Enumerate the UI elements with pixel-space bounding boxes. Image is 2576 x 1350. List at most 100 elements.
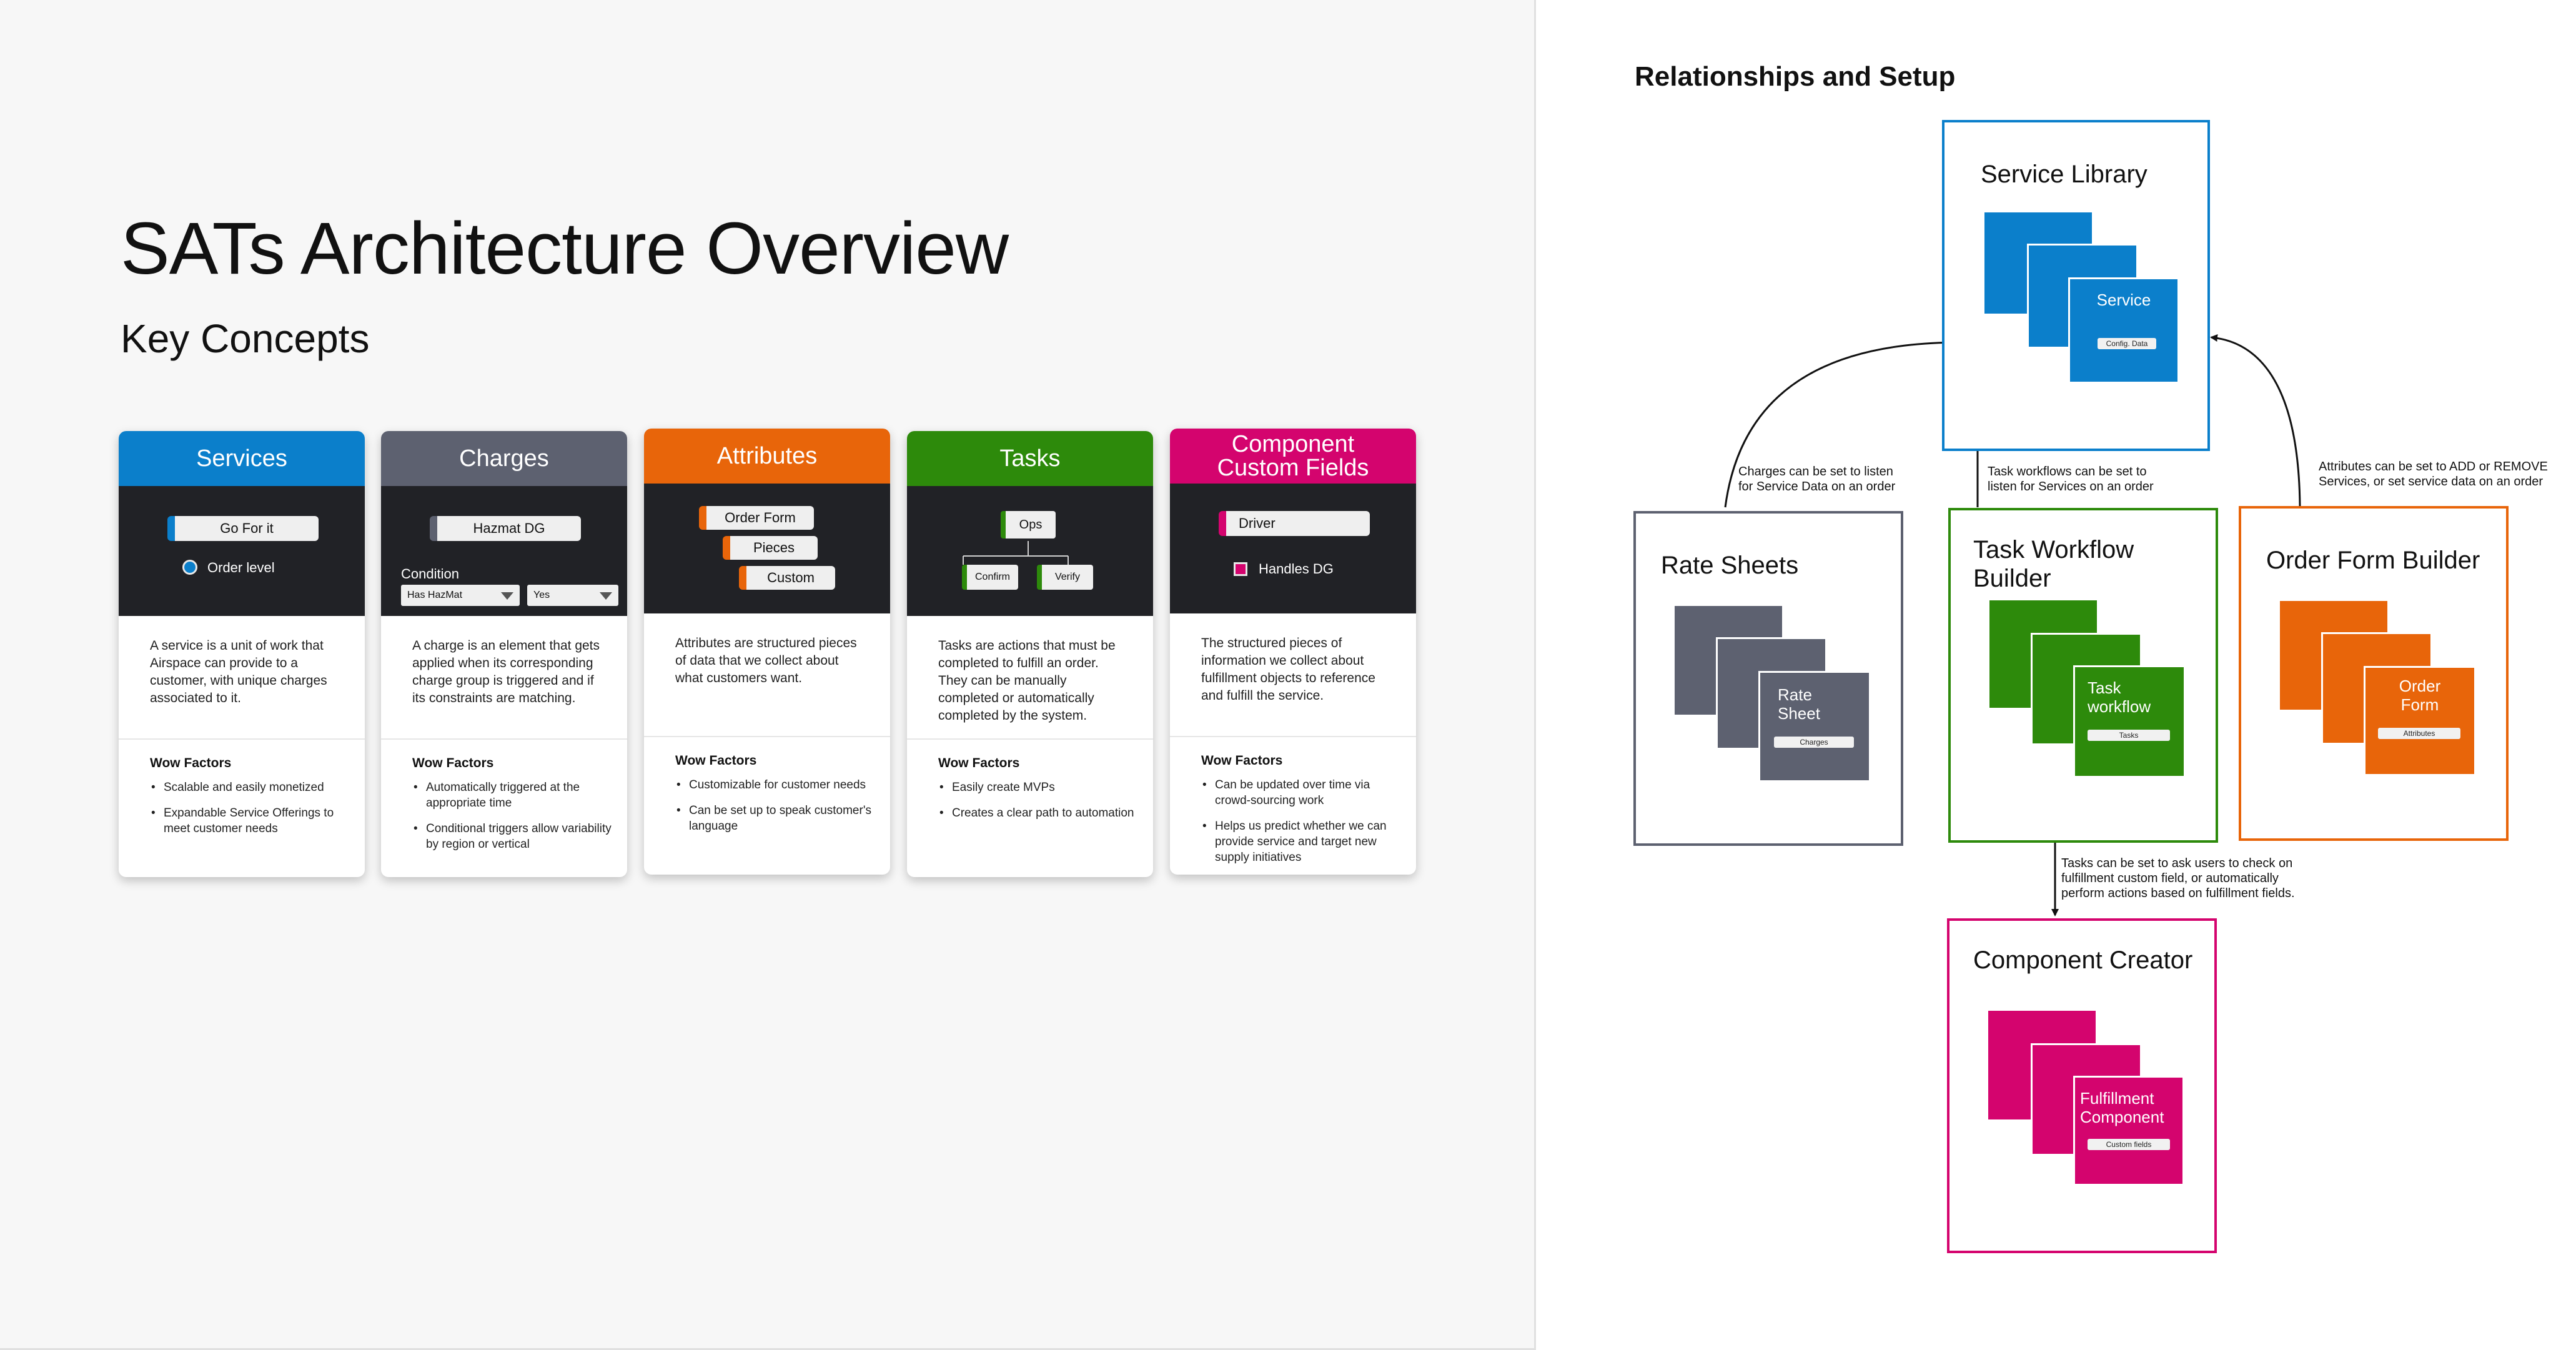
page-title: SATs Architecture Overview — [121, 207, 1009, 290]
has-hazmat-dropdown: Has HazMat — [401, 585, 520, 606]
charges-description: A charge is an element that gets applied… — [412, 638, 600, 705]
component-note-line: perform actions based on fulfillment fie… — [2061, 886, 2295, 900]
charges-card-preview: Hazmat DG Condition Has HazMat Yes — [381, 486, 627, 616]
component-card: Component Custom Fields Driver Handles D… — [1170, 429, 1416, 875]
card-divider — [644, 736, 890, 737]
page-subtitle: Key Concepts — [121, 316, 370, 361]
task-workflow-builder-title: Task Workflow Builder — [1973, 535, 2134, 593]
service-library-title: Service Library — [1981, 161, 2147, 188]
service-card-front: Service Config. Data — [2068, 277, 2177, 382]
component-note-line: fulfillment custom field, or automatical… — [2061, 871, 2279, 885]
task-workflow-title-line: Task Workflow — [1973, 536, 2134, 563]
order-form-label-line: Form — [2400, 695, 2439, 714]
wow-factor-item: Helps us predict whether we can provide … — [1201, 818, 1401, 865]
charges-note-line: Charges can be set to listen — [1738, 465, 1893, 479]
attributes-note-line: Services, or set service data on an orde… — [2319, 475, 2544, 489]
wow-factors-title: Wow Factors — [938, 756, 1020, 770]
card-divider — [381, 738, 627, 740]
wow-factors-list: Scalable and easily monetized Expandable… — [150, 780, 350, 846]
wow-factor-item: Can be set up to speak customer's langua… — [675, 803, 875, 834]
wow-factors-list: Customizable for customer needs Can be s… — [675, 777, 875, 844]
confirm-chip: Confirm — [962, 565, 1018, 590]
order-form-chip: Order Form — [699, 506, 814, 530]
wow-factor-item: Customizable for customer needs — [675, 777, 875, 793]
wow-factors-list: Automatically triggered at the appropria… — [412, 780, 612, 862]
charges-tag: Charges — [1774, 737, 1854, 748]
tasks-tag: Tasks — [2088, 730, 2170, 741]
tasks-card-header: Tasks — [907, 431, 1153, 486]
condition-label: Condition — [401, 566, 459, 582]
custom-fields-tag: Custom fields — [2088, 1139, 2170, 1150]
charges-note-line: for Service Data on an order — [1738, 480, 1896, 494]
wow-factors-title: Wow Factors — [150, 756, 232, 770]
driver-chip: Driver — [1219, 511, 1370, 536]
component-creator-title: Component Creator — [1973, 946, 2193, 974]
rate-sheet-label-line: Rate — [1778, 685, 1812, 704]
card-divider — [907, 738, 1153, 740]
card-divider — [119, 738, 365, 740]
checkbox-icon — [1234, 562, 1247, 576]
hazmat-dg-chip: Hazmat DG — [430, 516, 581, 541]
attributes-card: Attributes Order Form Pieces Custom Attr… — [644, 429, 890, 875]
tasks-note: Task workflows can be set to listen for … — [1988, 464, 2154, 494]
wow-factor-item: Conditional triggers allow variability b… — [412, 821, 612, 852]
wow-factors-list: Easily create MVPs Creates a clear path … — [938, 780, 1138, 831]
attributes-note: Attributes can be set to ADD or REMOVE S… — [2319, 459, 2548, 489]
rate-sheets-box: Rate Sheets Rate Sheet Charges — [1633, 511, 1903, 846]
task-workflow-label: Task workflow — [2088, 678, 2151, 716]
overview-panel: SATs Architecture Overview Key Concepts … — [0, 0, 1536, 1350]
task-workflow-label-line: workflow — [2088, 697, 2151, 716]
wow-factor-item: Scalable and easily monetized — [150, 780, 350, 795]
rate-sheet-label: Rate Sheet — [1778, 685, 1820, 723]
task-tree-connector — [963, 541, 1069, 565]
rate-sheets-title: Rate Sheets — [1661, 552, 1799, 579]
component-front: Fulfillment Component Custom fields — [2073, 1076, 2182, 1184]
attributes-card-header: Attributes — [644, 429, 890, 484]
pieces-chip: Pieces — [723, 536, 818, 560]
card-divider — [1170, 736, 1416, 737]
custom-chip: Custom — [739, 566, 835, 590]
wow-factors-title: Wow Factors — [1201, 753, 1283, 768]
charges-card: Charges Hazmat DG Condition Has HazMat Y… — [381, 431, 627, 877]
component-description: The structured pieces of information we … — [1201, 636, 1375, 703]
yes-dropdown: Yes — [527, 585, 618, 606]
services-card: Services Go For it Order level A service… — [119, 431, 365, 877]
tasks-card: Tasks Ops Confirm Verify Tasks are actio… — [907, 431, 1153, 877]
wow-factors-title: Wow Factors — [412, 756, 494, 770]
services-description: A service is a unit of work that Airspac… — [150, 638, 327, 705]
wow-factor-item: Can be updated over time via crowd-sourc… — [1201, 777, 1401, 808]
order-form-label: Order Form — [2365, 677, 2474, 714]
component-header-line: Custom Fields — [1217, 455, 1369, 481]
rate-sheet-front: Rate Sheet Charges — [1758, 671, 1869, 780]
go-for-it-chip: Go For it — [167, 516, 319, 541]
charges-note: Charges can be set to listen for Service… — [1738, 464, 1895, 494]
attributes-description: Attributes are structured pieces of data… — [675, 636, 857, 685]
task-workflow-builder-box: Task Workflow Builder Task workflow Task… — [1948, 508, 2218, 843]
services-card-preview: Go For it Order level — [119, 486, 365, 616]
verify-chip: Verify — [1037, 565, 1093, 590]
component-creator-box: Component Creator Fulfillment Component … — [1947, 918, 2217, 1253]
charges-card-header: Charges — [381, 431, 627, 486]
attributes-arrow — [2210, 334, 2301, 507]
rate-sheet-label-line: Sheet — [1778, 704, 1820, 723]
component-note: Tasks can be set to ask users to check o… — [2061, 856, 2295, 901]
order-form-builder-title: Order Form Builder — [2266, 547, 2480, 574]
service-card-label: Service — [2096, 290, 2151, 309]
attributes-card-preview: Order Form Pieces Custom — [644, 484, 890, 613]
diagram-title: Relationships and Setup — [1635, 61, 1956, 92]
tasks-description: Tasks are actions that must be completed… — [938, 638, 1116, 723]
attributes-note-line: Attributes can be set to ADD or REMOVE — [2319, 460, 2548, 474]
fulfillment-component-label: Fulfillment Component — [2080, 1089, 2164, 1126]
services-card-header: Services — [119, 431, 365, 486]
order-form-front: Order Form Attributes — [2364, 666, 2474, 774]
tasks-note-line: listen for Services on an order — [1988, 480, 2154, 494]
task-workflow-label-line: Task — [2088, 678, 2121, 697]
component-card-preview: Driver Handles DG — [1170, 484, 1416, 613]
component-card-header: Component Custom Fields — [1170, 429, 1416, 484]
config-data-tag: Config. Data — [2098, 338, 2156, 349]
order-form-label-line: Order — [2399, 677, 2441, 695]
wow-factor-item: Easily create MVPs — [938, 780, 1138, 795]
service-library-box: Service Library Service Config. Data — [1942, 120, 2210, 451]
wow-factors-list: Can be updated over time via crowd-sourc… — [1201, 777, 1401, 875]
attributes-tag: Attributes — [2378, 728, 2460, 739]
